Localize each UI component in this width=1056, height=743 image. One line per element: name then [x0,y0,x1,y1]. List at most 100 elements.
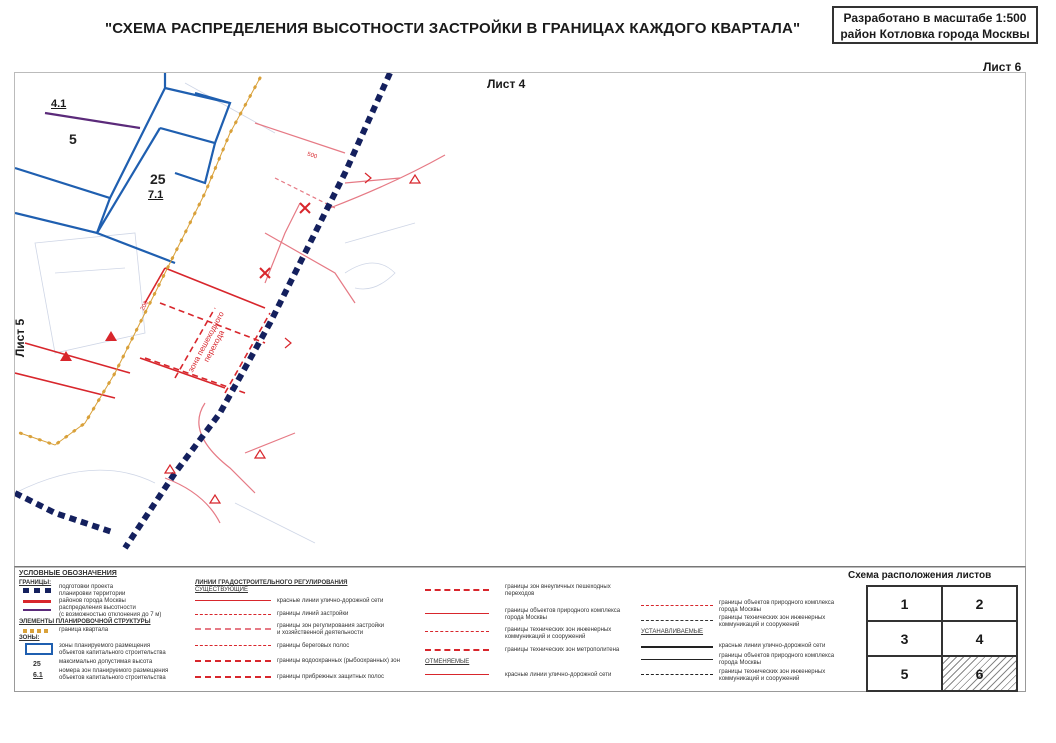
legend-symbol-quarter [23,629,51,633]
legend-sym-l2 [195,614,271,616]
legend-l5: границы водоохранных (рыбоохранных) зон [277,658,400,664]
map-frame: Лист 4 Лист 5 4.1 5 25 7.1 зона пешеходн… [14,72,1026,568]
zone-number-4-1: 4.1 [51,98,67,110]
sheet-cell-3[interactable]: 3 [867,621,942,656]
legend-sym-m2 [425,613,489,614]
legend-b2: планировки территории [59,591,126,597]
legend-borders-heading: ГРАНИЦЫ: [19,580,52,586]
sheet-cell-4[interactable]: 4 [942,621,1017,656]
legend-r4: границы объектов природного комплекса [719,653,835,659]
block-borders [15,267,271,399]
legend-sym-r3 [641,646,713,648]
zone-number-7-1: 7.1 [148,189,164,201]
legend-l6: границы прибрежных защитных полос [277,674,385,680]
legend-z4: номера зон планируемого размещения [59,668,169,674]
legend-sym-m4 [425,649,489,652]
legend-l1: красные линии улично-дорожной сети [277,598,384,604]
zone-number-5: 5 [69,131,77,147]
legend-m1b: переходов [505,591,535,597]
legend-b5: (с возможностью отклонения до 7 м) [59,612,162,618]
legend-r5b: коммуникаций и сооружений [719,676,800,682]
legend-r1: границы объектов природного комплекса [719,600,835,606]
legend-heading: УСЛОВНЫЕ ОБОЗНАЧЕНИЯ [19,570,117,577]
legend-established: УСТАНАВЛИВАЕМЫЕ [641,629,704,635]
legend-existing: СУЩЕСТВУЮЩИЕ [195,587,248,593]
legend-sym-l1 [195,600,271,601]
legend-sym-m5 [425,674,489,675]
legend-z3: максимально допустимая высота [59,659,153,665]
legend-b1: подготовки проекта [59,584,114,590]
district-boundary-purple [44,111,141,130]
map-drawing [15,73,446,550]
legend-sym-r2 [641,620,713,622]
legend-symbol-district [23,600,51,603]
project-boundary [122,73,393,550]
cross-markers [259,202,311,279]
sheet-layout-title: Схема расположения листов [848,570,992,581]
legend-r2: границы технических зон инженерных [719,615,826,621]
legend-sym-r1 [641,605,713,607]
legend-cancelled: ОТМЕНЯЕМЫЕ [425,659,470,665]
project-boundary-left [15,490,116,536]
legend-r2b: коммуникаций и сооружений [719,622,800,628]
legend-l3: границы зон регулирования застройки [277,623,385,629]
legend-m2: границы объектов природного комплекса [505,608,621,614]
sheet-label-top: Лист 4 [487,77,526,91]
legend-l4: границы береговых полос [277,643,350,649]
stamp-district: район Котловка города Москвы [840,27,1030,41]
legend-z5: объектов капитального строительства [59,675,166,681]
legend-sym-l3 [195,628,271,631]
sheet-cell-1[interactable]: 1 [867,586,942,621]
sheet-layout-grid: 1 2 3 4 5 6 [866,585,1018,692]
quarter-boundary-line [19,77,261,446]
legend-sym-r4 [641,659,713,660]
legend-m1: границы зон внеуличных пешеходных [505,584,611,590]
legend-m4: границы технических зон метрополитена [505,647,620,653]
legend-elements-heading: ЭЛЕМЕНТЫ ПЛАНИРОВОЧНОЙ СТРУКТУРЫ [19,619,151,625]
legend-l2: границы линий застройки [277,611,349,617]
legend-sym-m1 [425,589,489,592]
legend-b4: распределения высотности [59,605,136,611]
legend-sym-l6 [195,676,271,679]
sheet-cell-6-current[interactable]: 6 [942,656,1017,691]
legend-m3b: коммуникаций и сооружений [505,634,586,640]
legend-sym-l4 [195,645,271,647]
legend-sym-l5 [195,660,271,663]
zone-height-25: 25 [150,171,166,187]
legend-l3b: и хозяйственной деятельности [277,630,364,636]
legend-z2: объектов капитального строительства [59,650,166,656]
sheet-cell-5[interactable]: 5 [867,656,942,691]
sheet-label-left: Лист 5 [14,318,28,358]
legend-symbol-zone [25,643,53,655]
legend-znum2: 6.1 [33,672,43,679]
legend-r1b: города Москвы [719,607,761,613]
sheet-cell-2[interactable]: 2 [942,586,1017,621]
stamp-scale: Разработано в масштабе 1:500 [843,11,1027,25]
legend-zones-heading: ЗОНЫ: [19,635,40,641]
title-stamp: Разработано в масштабе 1:500 район Котло… [832,6,1038,44]
red-triangle-2 [105,331,117,341]
legend-m5: красные линии улично-дорожной сети [505,672,612,678]
legend-lines-heading: ЛИНИИ ГРАДОСТРОИТЕЛЬНОГО РЕГУЛИРОВАНИЯ [195,580,348,586]
legend-symbol-height [23,609,51,611]
legend-m3: границы технических зон инженерных [505,627,612,633]
legend-m2b: города Москвы [505,615,547,621]
legend-sym-r5 [641,674,713,676]
page-title: "СХЕМА РАСПРЕДЕЛЕНИЯ ВЫСОТНОСТИ ЗАСТРОЙК… [105,20,801,37]
sheet-number: Лист 6 [983,60,1022,74]
legend-r4b: города Москвы [719,660,761,666]
legend-sym-m3 [425,631,489,633]
regulation-lines [164,122,446,524]
triangle-markers [163,172,422,504]
legend: УСЛОВНЫЕ ОБОЗНАЧЕНИЯ ГРАНИЦЫ: подготовки… [14,566,1026,692]
legend-e1: граница квартала [59,627,109,633]
zone-outlines [15,73,232,265]
red-triangle [60,351,72,361]
legend-r3: красные линии улично-дорожной сети [719,643,826,649]
legend-z1: зоны планируемого размещения [59,643,151,649]
quarter-boundary-orange [18,76,262,447]
legend-znum1: 25 [33,661,41,668]
legend-b3: районов города Москвы [59,598,126,604]
legend-symbol-project [23,588,51,593]
legend-r5: границы технических зон инженерных [719,669,826,675]
